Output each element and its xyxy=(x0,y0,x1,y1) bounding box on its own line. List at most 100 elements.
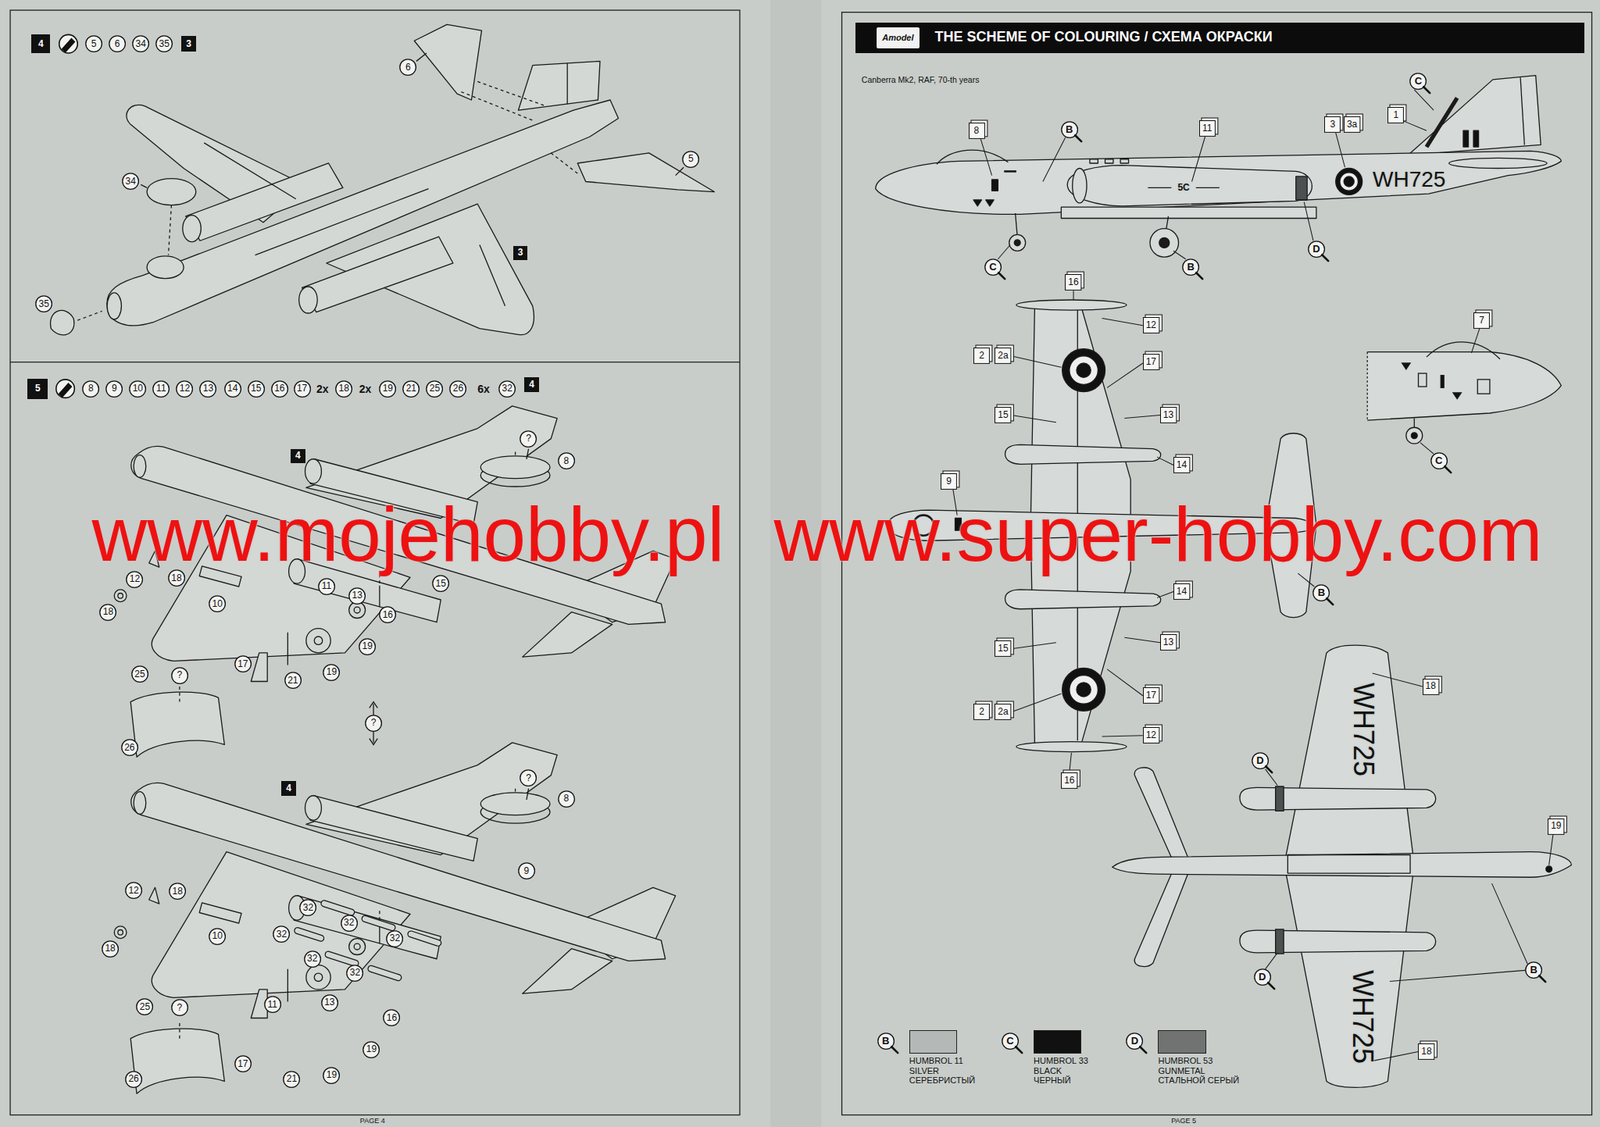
callout-number: 13 xyxy=(199,380,217,398)
decal-number: 12 xyxy=(1142,317,1160,334)
watermark: www.mojehobby.pl xyxy=(92,496,725,573)
callout-number: 11 xyxy=(264,996,282,1014)
callout-number: 35 xyxy=(35,295,53,313)
paint-letter-text: D xyxy=(1131,1035,1139,1047)
decal-number: 3 xyxy=(1324,116,1341,133)
aircraft-top-assembly xyxy=(414,24,482,100)
aircraft-side-view xyxy=(1449,157,1547,168)
circle-outline xyxy=(318,578,336,596)
nose-detail-view xyxy=(1402,363,1411,370)
decal-number-text: 12 xyxy=(1146,730,1157,741)
circle-outline xyxy=(126,571,143,589)
callout-number-text: 11 xyxy=(321,581,332,592)
bomb-rack-part xyxy=(407,930,443,947)
decal-number-text: 8 xyxy=(974,125,980,136)
aircraft-serial: WH725 xyxy=(1348,970,1377,1065)
circle-outline xyxy=(171,1000,189,1017)
callout-number-text: 25 xyxy=(139,1002,150,1013)
quantity-label: 2x xyxy=(316,383,329,395)
decal-number: 14 xyxy=(1173,583,1190,600)
decal-square xyxy=(995,407,1011,424)
circle-outline xyxy=(224,380,241,397)
decal-number: 2a xyxy=(994,703,1011,721)
brush-mark xyxy=(1539,975,1546,983)
decal-number-text: 19 xyxy=(1550,821,1561,832)
callout-number: 19 xyxy=(378,380,397,398)
decal-number-text: 18 xyxy=(1425,681,1436,692)
callout-number: 18 xyxy=(101,940,119,958)
title-band: THE SCHEME OF COLOURING / СХЕМА ОКРАСКИA… xyxy=(855,22,1586,54)
decal-number: 14 xyxy=(1173,457,1190,474)
step-square-text: 3 xyxy=(517,247,524,258)
decal-number-text: 15 xyxy=(997,643,1008,654)
callout-number-text: 32 xyxy=(501,383,512,394)
decal-square xyxy=(1142,688,1159,704)
decal-square xyxy=(995,641,1011,658)
aircraft-side-view xyxy=(875,75,1562,258)
circle-outline xyxy=(303,950,321,968)
aircraft-side-view xyxy=(1407,75,1541,156)
circle-outline xyxy=(346,965,364,983)
callout-number-text: 19 xyxy=(366,1044,377,1055)
decal-square xyxy=(1548,818,1565,835)
circle-outline xyxy=(426,380,443,397)
aircraft-bottom-view xyxy=(1546,866,1553,873)
circle-outline xyxy=(156,35,173,53)
circle-outline xyxy=(450,380,467,397)
callout-number-text: 6 xyxy=(114,39,121,50)
decal-square xyxy=(1142,354,1159,371)
glue-symbol xyxy=(59,383,72,397)
aircraft-bottom-view xyxy=(1285,872,1414,1089)
circle-outline xyxy=(323,1067,340,1084)
decal-number-text: 13 xyxy=(1163,637,1174,648)
leader-line xyxy=(1420,328,1480,455)
aircraft-top-view xyxy=(1062,668,1106,712)
paint-letter-text: D xyxy=(1258,971,1266,983)
step-square: 4 xyxy=(31,34,50,54)
circle-outline xyxy=(340,915,358,933)
aircraft-top-view xyxy=(1016,300,1127,311)
callout-number-text: 8 xyxy=(564,456,570,467)
callout-number: 11 xyxy=(317,578,336,596)
nose-detail-view xyxy=(1367,342,1561,444)
callout-number: 15 xyxy=(247,380,265,398)
paint-letter: D xyxy=(1253,968,1272,986)
bomb-rack-part xyxy=(293,927,325,943)
callout-number-text: 10 xyxy=(212,599,223,610)
decal-number-text: 16 xyxy=(1064,775,1075,786)
aircraft-top-view xyxy=(1005,444,1161,465)
circle-outline xyxy=(349,587,366,604)
callout-number: 8 xyxy=(557,452,575,470)
callout-number: 12 xyxy=(175,380,193,398)
decal-number-text: 12 xyxy=(1146,320,1157,331)
callout-number-text: 5 xyxy=(688,153,694,165)
aircraft-serial: WH725 xyxy=(1372,168,1446,191)
paint-letter-text: C xyxy=(1006,1035,1014,1047)
callout-number-text: 34 xyxy=(125,176,136,187)
aircraft-top-assembly xyxy=(567,63,568,104)
nose-detail-view xyxy=(1453,392,1461,400)
aircraft-side-view xyxy=(1009,234,1026,251)
paint-letter: C xyxy=(1409,72,1427,90)
circle-outline xyxy=(300,900,317,917)
step-square-text: 4 xyxy=(38,39,44,50)
circle-outline xyxy=(271,380,289,397)
bomb-rack-part xyxy=(367,964,403,982)
decal-number: 15 xyxy=(994,407,1011,424)
callout-number-text: 32 xyxy=(303,903,314,914)
aircraft-side-view xyxy=(1159,237,1170,248)
aircraft-side-view xyxy=(1520,77,1525,145)
callout-number-text: 32 xyxy=(307,953,318,965)
circle-outline xyxy=(153,380,170,397)
brand-logo-text: Amodel xyxy=(882,32,914,43)
callout-number-text: ? xyxy=(525,773,532,784)
color-swatch xyxy=(909,1030,958,1054)
callout-number-text: 6 xyxy=(405,62,411,73)
aircraft-side-view xyxy=(973,200,994,207)
callout-number: ? xyxy=(171,999,189,1017)
step-square-text: 4 xyxy=(285,783,292,794)
circle-outline xyxy=(293,380,311,397)
callout-number: 21 xyxy=(402,380,420,398)
decal-number: 3a xyxy=(1343,116,1361,133)
decal-square xyxy=(1142,317,1159,334)
